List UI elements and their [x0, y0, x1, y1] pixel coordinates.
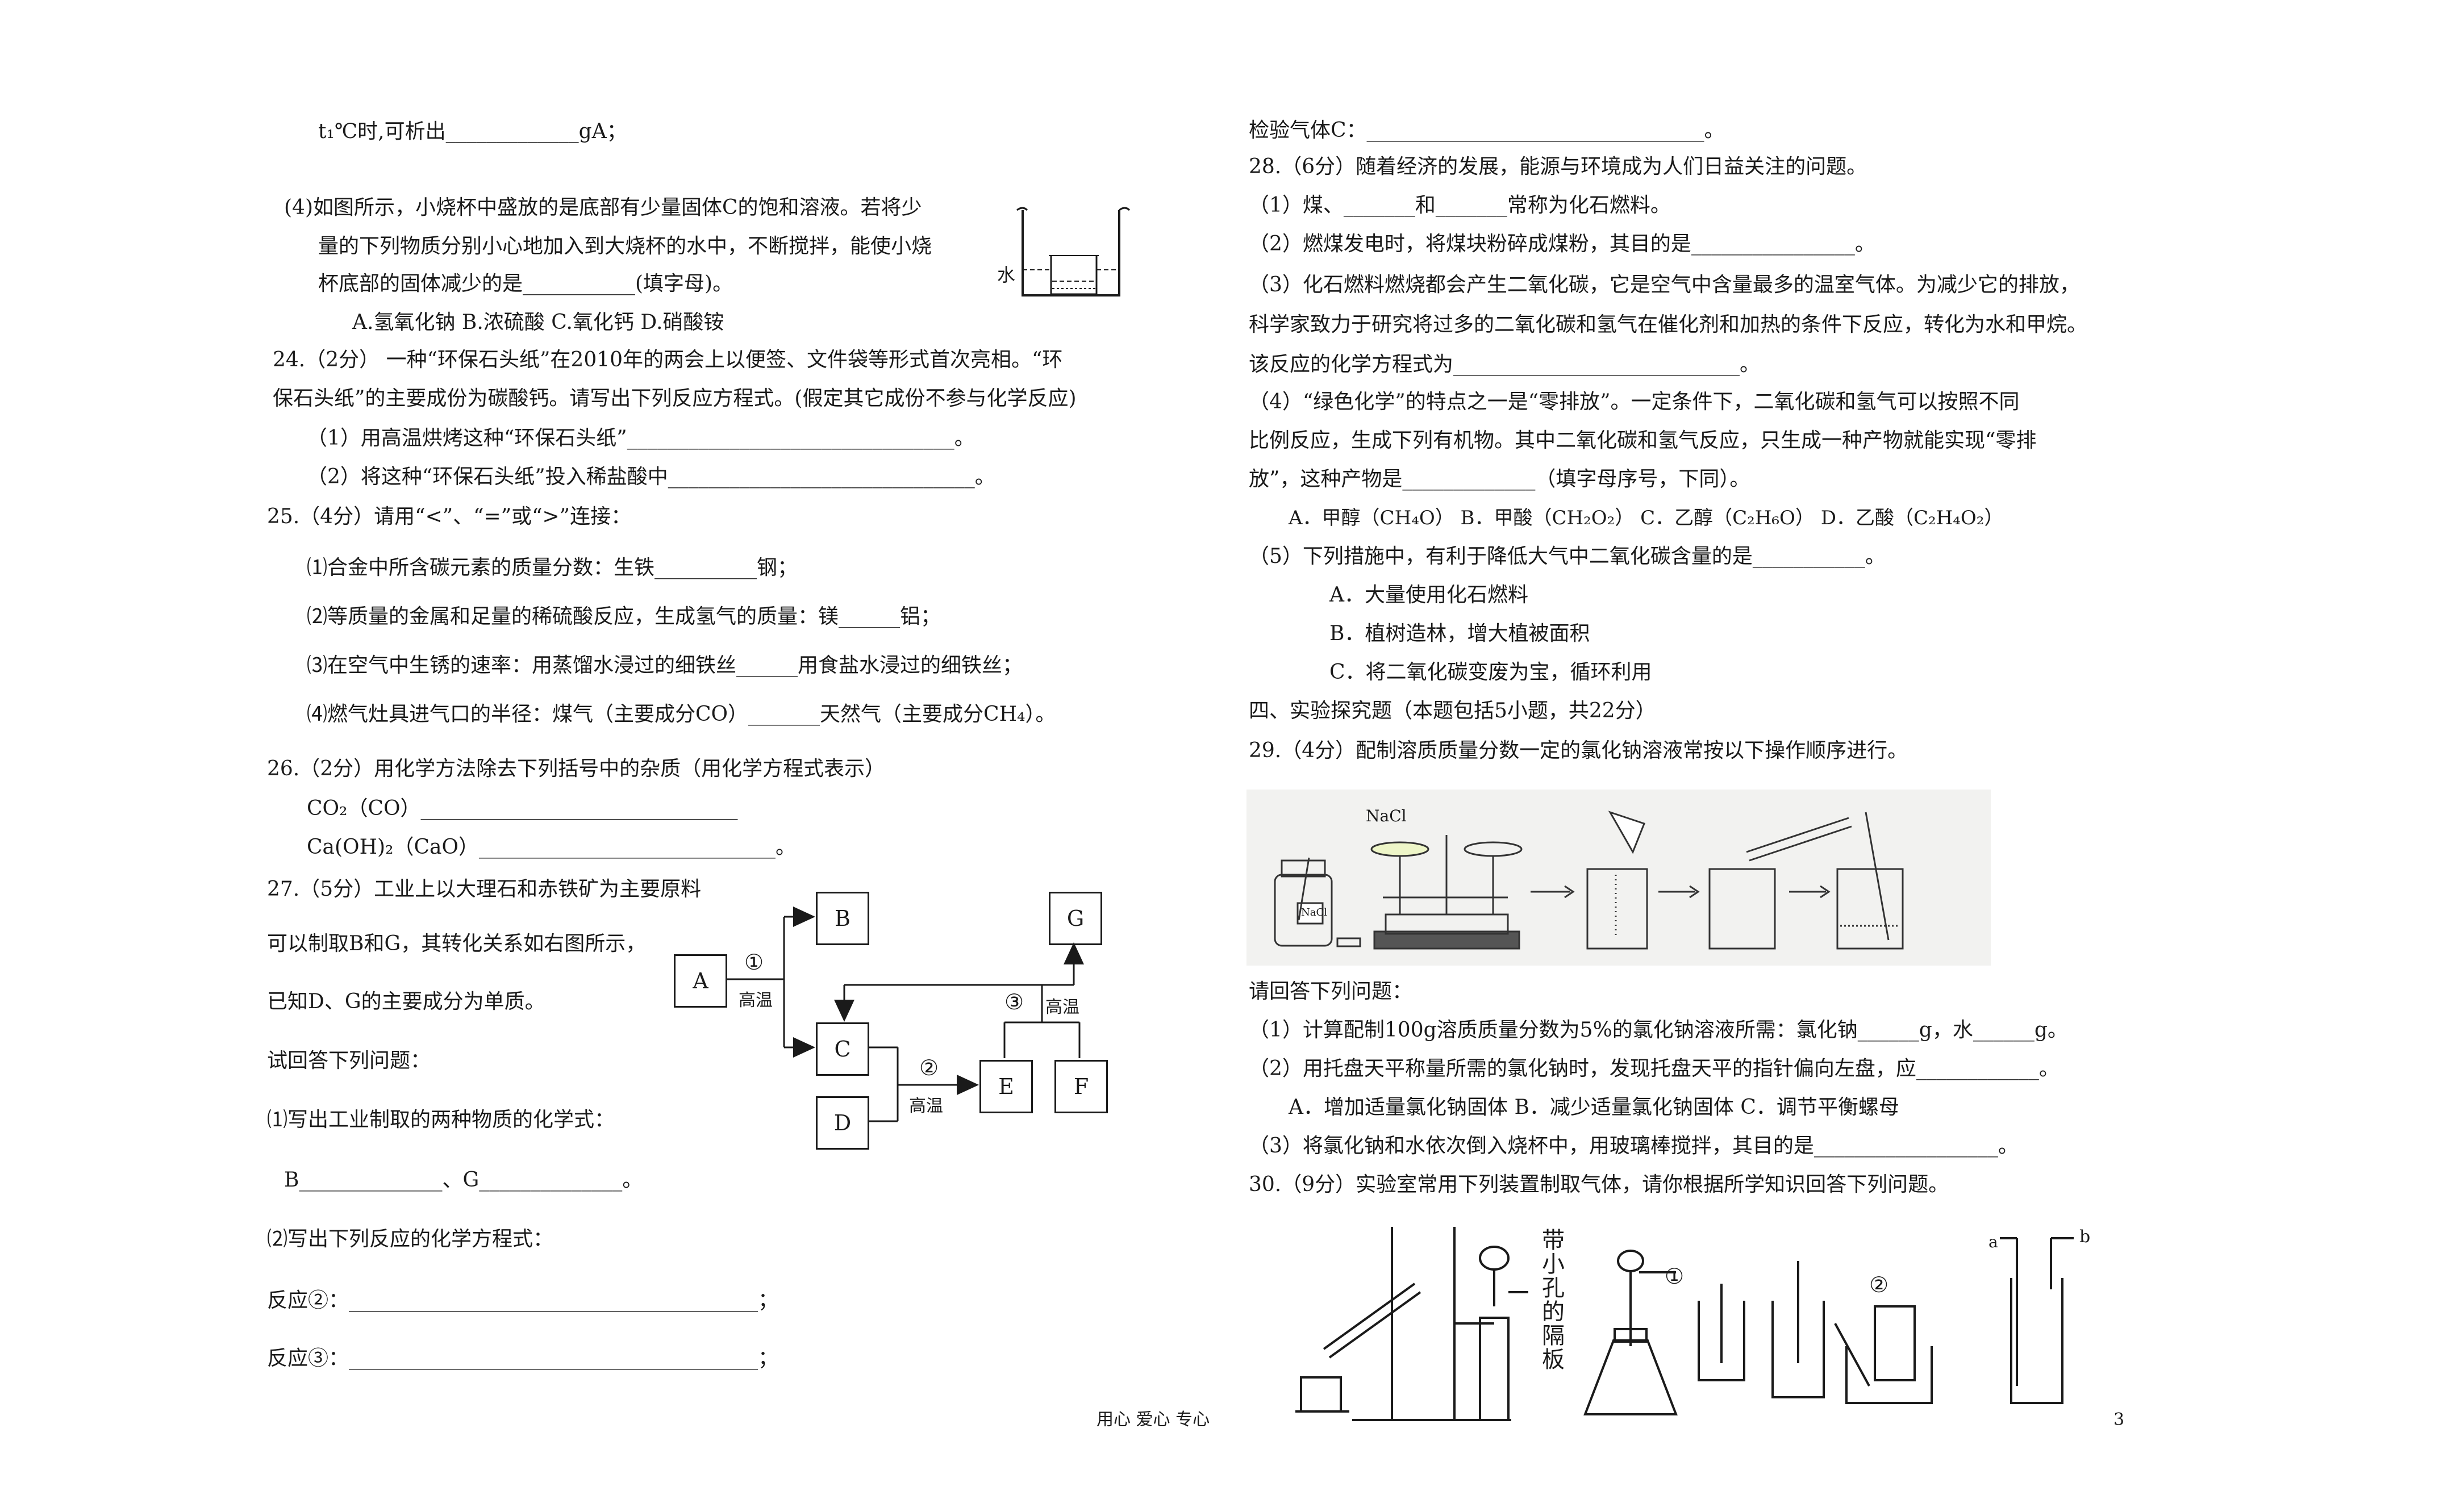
text-line: （1）煤、_______和_______常称为化石燃料。	[1249, 194, 1671, 217]
node-c: C	[816, 1022, 869, 1076]
reagent-label: NaCl	[1366, 807, 1407, 825]
text-line: 反应②：____________________________________…	[267, 1289, 779, 1312]
condition-label: 高温	[1045, 997, 1079, 1017]
text-line: Ca(OH)₂（CaO）____________________________…	[307, 836, 796, 859]
footer-motto: 用心 爱心 专心	[1097, 1410, 1210, 1430]
text-line: （5）下列措施中，有利于降低大气中二氧化碳含量的是___________。	[1249, 545, 1886, 568]
text-line: （2）用托盘天平称量所需的氯化钠时，发现托盘天平的指针偏向左盘，应_______…	[1249, 1057, 2060, 1080]
node-g: G	[1049, 892, 1102, 945]
text-line: （4）“绿色化学”的特点之一是“零排放”。一定条件下，二氧化碳和氢气可以按照不同	[1249, 390, 2020, 413]
text-line: （2）将这种“环保石头纸”投入稀盐酸中_____________________…	[307, 465, 995, 488]
text-line: （1）用高温烘烤这种“环保石头纸”_______________________…	[307, 427, 975, 450]
text-line: ⑷燃气灶具进气口的半径：煤气（主要成分CO）_______天然气（主要成分CH₄…	[307, 703, 1056, 726]
condition-label: 高温	[739, 991, 773, 1010]
node-d: D	[816, 1096, 869, 1150]
solution-prep-illustration: NaCl NaCl	[1246, 790, 1991, 966]
text-line: t₁℃时,可析出_____________gA；	[318, 120, 627, 143]
question-28: 28.（6分）随着经济的发展，能源与环境成为人们日益关注的问题。	[1249, 155, 1867, 178]
text-line: ⑵写出下列反应的化学方程式：	[267, 1227, 554, 1251]
option-line: A．增加适量氯化钠固体 B．减少适量氯化钠固体 C．调节平衡螺母	[1289, 1096, 1899, 1119]
text-line: （1）计算配制100g溶质质量分数为5%的氯化钠溶液所需：氯化钠______g，…	[1249, 1018, 2068, 1042]
text-line: ⑴写出工业制取的两种物质的化学式：	[267, 1108, 615, 1131]
question-29: 29.（4分）配制溶质质量分数一定的氯化钠溶液常按以下操作顺序进行。	[1249, 739, 1908, 762]
node-f: F	[1054, 1060, 1108, 1113]
option-line: A．大量使用化石燃料	[1329, 583, 1528, 607]
text-line: 试回答下列问题：	[267, 1049, 431, 1072]
text-line: 量的下列物质分别小心地加入到大烧杯的水中，不断搅拌，能使小烧	[318, 235, 932, 258]
node-e: E	[979, 1060, 1033, 1113]
page-number: 3	[2113, 1410, 2125, 1430]
node-b: B	[816, 892, 869, 945]
apparatus-marker-2: ②	[1869, 1272, 1889, 1297]
option-line: A．甲醇（CH₄O） B．甲酸（CH₂O₂） C．乙醇（C₂H₆O） D．乙酸（…	[1289, 507, 2004, 529]
section-heading: 四、实验探究题（本题包括5小题，共22分）	[1249, 699, 1656, 722]
text-line: 检验气体C：_________________________________。	[1249, 119, 1725, 142]
question-27: 27.（5分）工业上以大理石和赤铁矿为主要原料	[267, 878, 702, 901]
partition-label: 带小孔的隔板	[1538, 1228, 1564, 1371]
node-a: A	[674, 954, 727, 1008]
apparatus-marker-1: ①	[1665, 1264, 1685, 1289]
text-line: 杯底部的固体减少的是___________(填字母)。	[318, 272, 733, 295]
step-3-marker: ③	[1004, 989, 1024, 1014]
text-line: ⑴合金中所含碳元素的质量分数：生铁__________钢；	[307, 556, 798, 579]
text-line: （2）燃煤发电时，将煤块粉碎成煤粉，其目的是________________。	[1249, 232, 1875, 256]
question-26: 26.（2分）用化学方法除去下列括号中的杂质（用化学方程式表示）	[267, 757, 886, 780]
text-line: 反应③：____________________________________…	[267, 1347, 779, 1370]
text-line: B______________、G______________。	[284, 1168, 643, 1192]
text-line: 放”，这种产物是_____________（填字母序号，下同）。	[1249, 467, 1750, 491]
text-line: 比例反应，生成下列有机物。其中二氧化碳和氢气反应，只生成一种产物就能实现“零排	[1249, 429, 2037, 452]
port-a-label: a	[1988, 1233, 1998, 1251]
text-line: 科学家致力于研究将过多的二氧化碳和氢气在催化剂和加热的条件下反应，转化为水和甲烷…	[1249, 313, 2088, 336]
beaker-figure	[1016, 207, 1131, 296]
option-line: A.氢氧化钠 B.浓硫酸 C.氧化钙 D.硝酸铵	[352, 311, 724, 334]
text-line: 该反应的化学方程式为____________________________。	[1249, 353, 1761, 376]
water-label: 水	[997, 264, 1016, 286]
text-line: （3）化石燃料燃烧都会产生二氧化碳，它是空气中含量最多的温室气体。为减少它的排放…	[1249, 273, 2080, 296]
text-line: ⑶在空气中生锈的速率：用蒸馏水浸过的细铁丝______用食盐水浸过的细铁丝；	[307, 654, 1023, 677]
question-25: 25.（4分）请用“<”、“=”或“>”连接：	[267, 505, 632, 528]
step-2-marker: ②	[919, 1055, 939, 1080]
text-line: 请回答下列问题：	[1249, 980, 1413, 1003]
question-24: 24.（2分） 一种“环保石头纸”在2010年的两会上以便签、文件袋等形式首次亮…	[273, 348, 1063, 371]
option-line: B．植树造林，增大植被面积	[1329, 622, 1590, 645]
port-b-label: b	[2079, 1227, 2091, 1247]
text-line: ⑵等质量的金属和足量的稀硫酸反应，生成氢气的质量：镁______铝；	[307, 605, 941, 628]
reagent-label: NaCl	[1301, 907, 1328, 918]
option-line: C．将二氧化碳变废为宝，循环利用	[1329, 661, 1652, 684]
text-line: 保石头纸”的主要成份为碳酸钙。请写出下列反应方程式。(假定其它成份不参与化学反应…	[273, 387, 1077, 410]
text-line: (4)如图所示，小烧杯中盛放的是底部有少量固体C的饱和溶液。若将少	[284, 196, 922, 219]
text-line: CO₂（CO）_______________________________	[307, 797, 738, 820]
text-line: （3）将氯化钠和水依次倒入烧杯中，用玻璃棒搅拌，其目的是____________…	[1249, 1134, 2019, 1158]
gas-apparatus-illustration: ① ② a b	[1267, 1216, 2113, 1431]
question-30: 30.（9分）实验室常用下列装置制取气体，请你根据所学知识回答下列问题。	[1249, 1173, 1949, 1196]
text-line: 已知D、G的主要成分为单质。	[267, 990, 545, 1013]
condition-label: 高温	[909, 1096, 943, 1116]
text-line: 可以制取B和G，其转化关系如右图所示，	[267, 932, 647, 955]
step-1-marker: ①	[744, 950, 764, 975]
